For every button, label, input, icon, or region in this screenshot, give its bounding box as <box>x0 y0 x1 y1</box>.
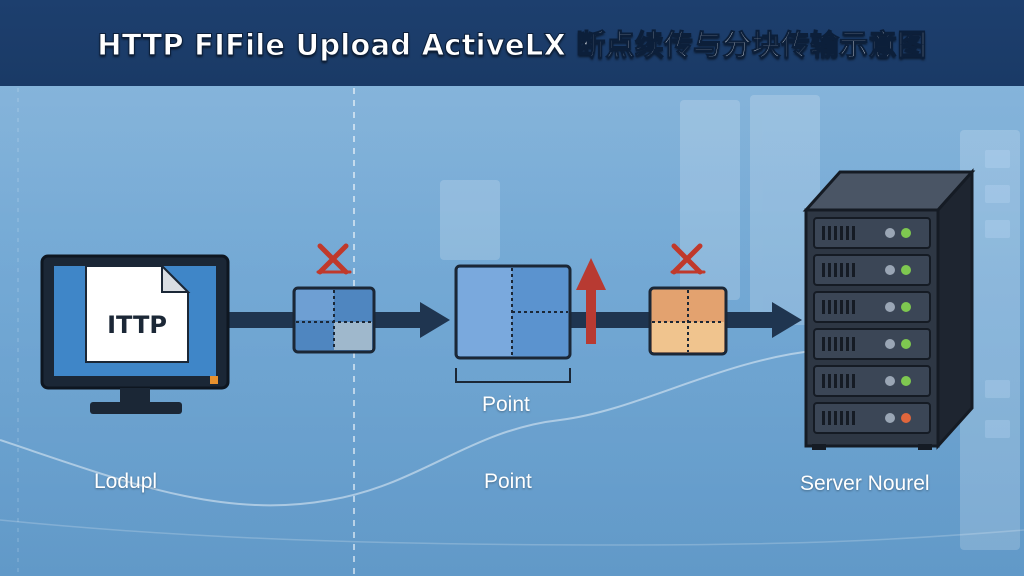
server-led <box>885 376 895 386</box>
server-unit <box>813 328 931 360</box>
server-vent <box>852 337 855 351</box>
server-vent <box>834 337 837 351</box>
server-led <box>885 339 895 349</box>
server-vent <box>822 374 825 388</box>
server-unit <box>813 402 931 434</box>
server-status-led <box>901 265 911 275</box>
chunk-block-icon <box>648 286 728 356</box>
server-vent <box>834 226 837 240</box>
server-unit <box>813 254 931 286</box>
server-vent <box>840 337 843 351</box>
server-led <box>885 302 895 312</box>
server-led <box>885 265 895 275</box>
server-vent <box>840 411 843 425</box>
server-unit <box>813 291 931 323</box>
server-label: Server Nourel <box>800 472 930 495</box>
server-unit <box>813 217 931 249</box>
server-vent <box>834 411 837 425</box>
server-unit <box>813 365 931 397</box>
arrow-head-2 <box>772 302 802 338</box>
server-vent <box>828 411 831 425</box>
diagram-title: HTTP FIFile Upload ActiveLX 断点续传与分块传输示意图 <box>97 28 927 63</box>
monitor-screen-text: ITTP <box>107 311 167 339</box>
server-vent <box>840 300 843 314</box>
server-vent <box>834 374 837 388</box>
server-vent <box>834 263 837 277</box>
server-status-led <box>901 302 911 312</box>
arrow-head-1 <box>420 302 450 338</box>
fail-x-icon <box>316 243 352 275</box>
title-bar: HTTP FIFile Upload ActiveLX 断点续传与分块传输示意图 <box>0 0 1024 86</box>
server-vent <box>822 263 825 277</box>
server-vent <box>852 263 855 277</box>
client-label: Lodupl <box>94 470 158 493</box>
server-vent <box>840 226 843 240</box>
server-vent <box>828 374 831 388</box>
server-vent <box>828 337 831 351</box>
point-label-upper: Point <box>482 393 530 416</box>
chunk-block-icon <box>454 264 572 383</box>
server-rack-icon <box>802 168 976 450</box>
server-status-led <box>901 339 911 349</box>
fail-x-icon <box>670 243 706 275</box>
server-led <box>885 228 895 238</box>
server-vent <box>846 337 849 351</box>
server-vent <box>822 411 825 425</box>
chunk-block-icon <box>292 286 376 354</box>
file-icon <box>85 263 191 363</box>
server-status-led <box>901 228 911 238</box>
server-vent <box>846 374 849 388</box>
server-vent <box>834 300 837 314</box>
server-vent <box>852 226 855 240</box>
server-vent <box>852 300 855 314</box>
server-status-led <box>901 413 911 423</box>
server-led <box>885 413 895 423</box>
server-vent <box>846 226 849 240</box>
server-vent <box>828 300 831 314</box>
server-vent <box>846 300 849 314</box>
server-vent <box>852 411 855 425</box>
server-vent <box>822 300 825 314</box>
server-vent <box>822 337 825 351</box>
server-vent <box>828 263 831 277</box>
server-vent <box>852 374 855 388</box>
server-vent <box>822 226 825 240</box>
server-vent <box>828 226 831 240</box>
server-status-led <box>901 376 911 386</box>
server-vent <box>840 263 843 277</box>
up-arrow-icon <box>576 258 606 344</box>
server-vent <box>840 374 843 388</box>
server-vent <box>846 263 849 277</box>
point-label-lower: Point <box>484 470 532 493</box>
server-vent <box>846 411 849 425</box>
